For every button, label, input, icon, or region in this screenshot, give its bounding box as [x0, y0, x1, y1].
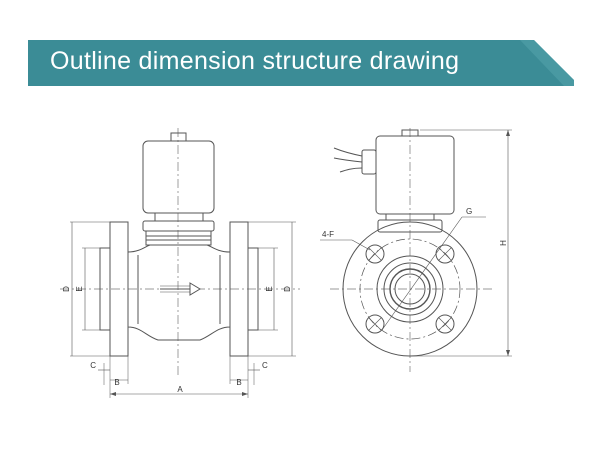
front-view	[60, 128, 300, 398]
dim-h-arrow-bot	[506, 350, 510, 356]
left-flange-face	[99, 247, 111, 331]
g-leader-line	[381, 216, 463, 331]
label-b-right: B	[236, 378, 241, 387]
label-e-left: E	[75, 286, 84, 291]
label-c-left: C	[90, 361, 96, 370]
bore-hole	[394, 273, 426, 305]
label-b-left: B	[114, 378, 119, 387]
coil-cap	[170, 132, 187, 142]
bolt-circle	[359, 238, 461, 340]
side-bonnet	[377, 219, 443, 233]
bore-ring-middle	[383, 262, 437, 316]
label-d-left: D	[62, 286, 71, 292]
bore-ring-outer	[376, 255, 444, 323]
label-c-right: C	[262, 361, 268, 370]
coil-ring	[154, 212, 204, 222]
label-h: H	[499, 240, 508, 246]
right-flange-face	[247, 247, 259, 331]
dim-h-arrow-top	[506, 130, 510, 136]
label-g: G	[466, 207, 472, 216]
side-coil-body	[375, 135, 455, 215]
f-leader-line	[351, 239, 371, 251]
banner-shape	[28, 40, 574, 86]
bolt-hole-top-right	[435, 244, 455, 264]
title-banner: Outline dimension structure drawing	[28, 40, 574, 86]
label-4f: 4-F	[322, 230, 334, 239]
bonnet-nut	[145, 230, 212, 246]
bore-ring-inner	[389, 268, 431, 310]
bonnet-top	[142, 220, 215, 232]
side-view	[320, 128, 512, 372]
cable-gland	[361, 149, 377, 175]
valve-body	[127, 244, 231, 341]
label-a: A	[177, 385, 183, 394]
bolt-hole-bottom-right	[435, 314, 455, 334]
flow-arrow-head	[189, 282, 201, 296]
page-title: Outline dimension structure drawing	[50, 47, 460, 75]
coil-body	[142, 140, 215, 214]
bolt-hole-bottom-left	[365, 314, 385, 334]
cable-wire-3	[339, 167, 363, 173]
cable-wire	[333, 147, 363, 157]
dim-a-arrow-right	[242, 392, 248, 396]
bolt-hole-top-left	[365, 244, 385, 264]
cable-wire-2	[333, 157, 363, 163]
dim-a-arrow-left	[110, 392, 116, 396]
label-e-right: E	[265, 286, 274, 291]
label-d-right: D	[283, 286, 292, 292]
